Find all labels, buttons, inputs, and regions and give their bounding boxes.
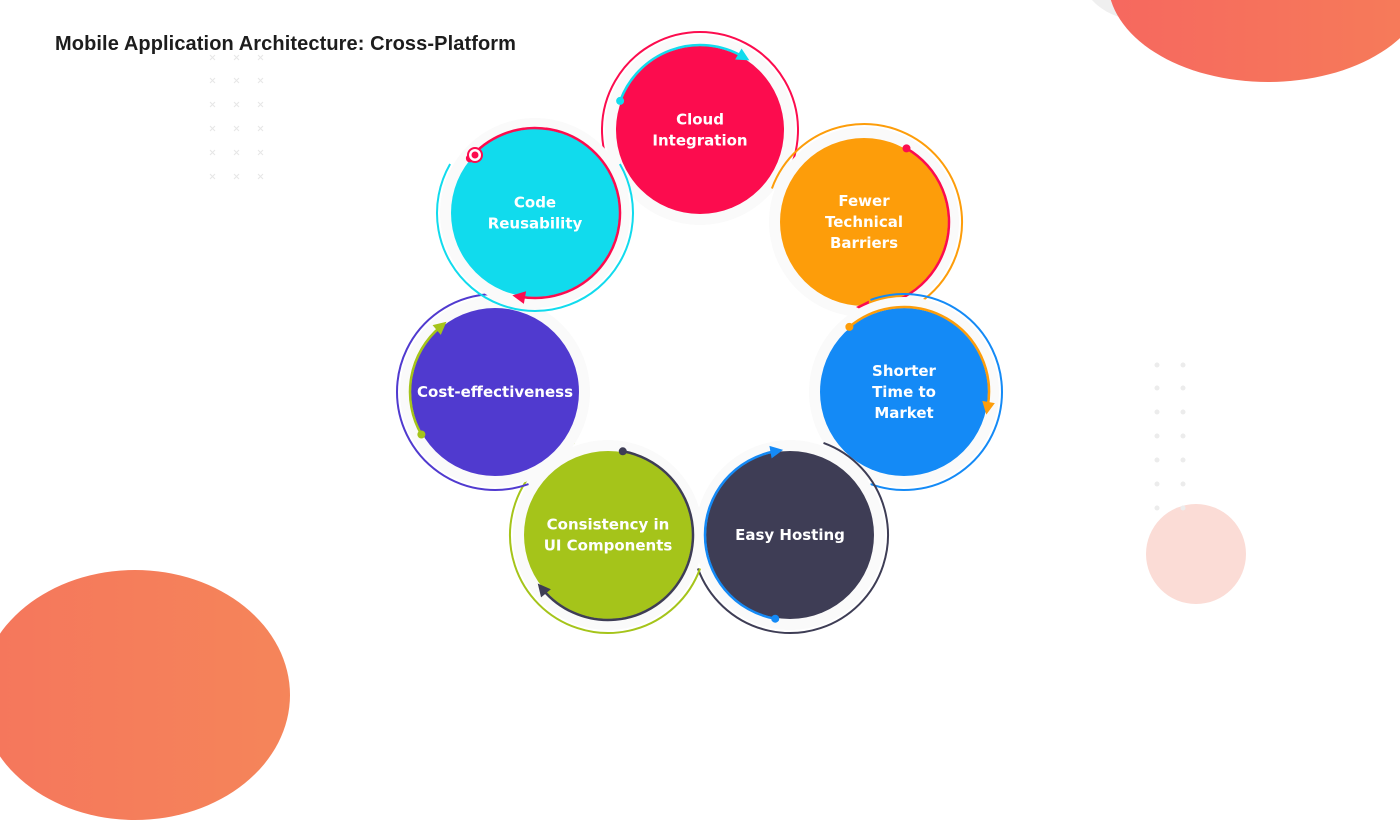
node-circle [820, 308, 988, 476]
node-label: Fewer [838, 192, 890, 210]
node-outer-ring [696, 441, 889, 634]
node-outer-ring [436, 163, 634, 312]
node-label: Cloud [676, 111, 724, 129]
node-circle [411, 308, 579, 476]
flow-arrow-icon [512, 291, 527, 304]
flow-start-dot [771, 614, 780, 623]
flow-arrow-icon [432, 321, 447, 335]
node-outer-ring [396, 293, 529, 491]
flow-arrow-icon [735, 48, 750, 61]
flow-start-dot [618, 447, 627, 456]
node-label: UI Components [544, 537, 673, 555]
flow-arc [541, 450, 695, 622]
node-label: Technical [825, 213, 903, 231]
flow-arrow-icon [769, 445, 784, 459]
node-label: Integration [652, 132, 747, 150]
node-circle [616, 46, 784, 214]
node-outer-ring [601, 31, 799, 180]
flow-arrow-icon [982, 400, 995, 415]
flow-start-dot [417, 430, 426, 439]
node-label: Time to [872, 383, 936, 401]
node-consistency-in-ui-components: Consistency in UI Components [509, 440, 703, 634]
node-label: Barriers [830, 234, 898, 252]
node-label: Shorter [872, 362, 937, 380]
flow-arc [703, 450, 776, 620]
node-label: Consistency in [547, 516, 670, 534]
flow-arc [468, 126, 622, 300]
architecture-cycle-diagram: CloudIntegrationFewerTechnicalBarriersSh… [396, 31, 1003, 634]
flow-start-dot [616, 96, 625, 105]
flow-start-dot [845, 322, 854, 331]
flow-arc [618, 43, 744, 102]
flow-arc [408, 325, 442, 436]
node-circle [451, 129, 619, 297]
node-easy-hosting: Easy Hosting [695, 440, 889, 634]
cross-pattern-decoration [209, 54, 264, 180]
node-label: Easy Hosting [735, 526, 845, 544]
decorative-circle-bottom-right [1146, 504, 1246, 604]
dot-pattern-decoration [1154, 362, 1186, 511]
flow-start-dot [902, 144, 911, 153]
node-circle [706, 451, 874, 619]
node-label: Reusability [488, 215, 583, 233]
node-outer-ring [870, 293, 1003, 491]
node-label: Cost-effectiveness [417, 383, 573, 401]
node-circle [780, 138, 948, 306]
node-outer-ring [770, 123, 963, 320]
page-title: Mobile Application Architecture: Cross-P… [55, 33, 517, 55]
node-label: Code [514, 194, 556, 212]
node-cost-effectiveness: Cost-effectiveness [396, 293, 590, 491]
node-circle [524, 451, 692, 619]
node-label: Market [874, 404, 933, 422]
flow-arrow-icon [537, 583, 551, 598]
target-marker-icon [467, 147, 483, 163]
flow-arc [848, 305, 991, 407]
